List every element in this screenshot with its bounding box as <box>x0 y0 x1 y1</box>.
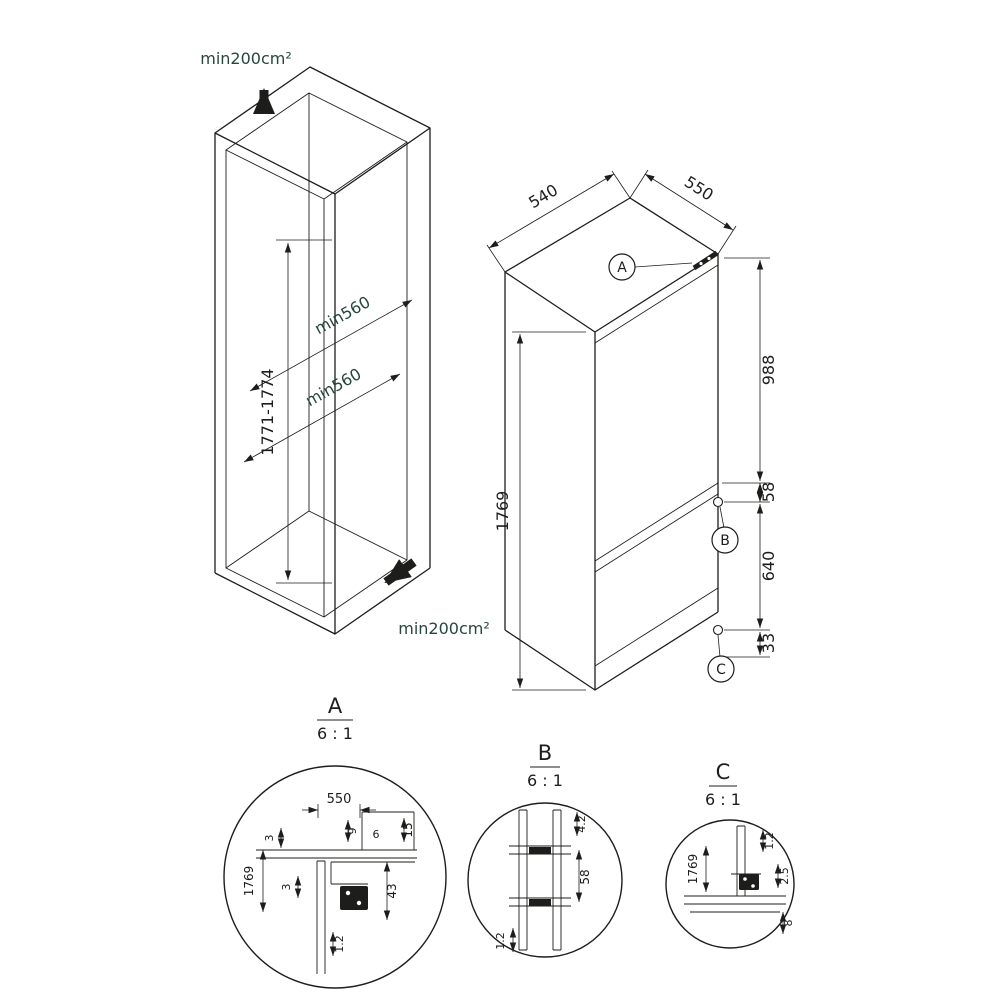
bottom-vent-arrow-icon <box>383 558 417 586</box>
detail-c-circle <box>665 819 795 949</box>
hinge-top-dot <box>699 261 703 266</box>
appliance-door-lines <box>594 264 719 667</box>
appliance-view: 540 550 1769 988 58 640 33 A B C <box>486 169 778 691</box>
detail-c-view: C 6 : 1 1769 1.2 2.5 8 <box>665 760 795 949</box>
dim-640-label: 640 <box>759 551 778 582</box>
detail-c-bracket-dot <box>743 877 747 881</box>
detail-c-dim-1769: 1769 <box>686 854 700 885</box>
detail-a-dim-1769: 1769 <box>242 866 256 897</box>
dim-58-label: 58 <box>759 482 778 502</box>
niche-height-extension-lines <box>276 239 332 584</box>
detail-b-dim-58: 58 <box>578 869 592 884</box>
dim-33-label: 33 <box>759 633 778 653</box>
detail-a-bracket-dot <box>345 890 351 896</box>
width-extension-lines <box>629 169 737 255</box>
detail-a-dim-15: 15 <box>401 822 415 837</box>
detail-c-dim-12: 1.2 <box>763 832 776 850</box>
width-dim-line <box>644 173 734 231</box>
detail-a-circle <box>223 765 447 989</box>
detail-c-scale: 6 : 1 <box>705 790 741 809</box>
detail-a-bracket-dot <box>356 900 362 906</box>
detail-a-view: A 6 : 1 550 15 6 9 3 3 1769 43 1.2 <box>223 694 447 989</box>
appliance-width-dim-label: 550 <box>681 172 717 204</box>
appliance-depth-dim-label: 540 <box>525 180 561 212</box>
hinge-top-plate <box>692 250 719 271</box>
detail-c-dim-8: 8 <box>782 920 795 927</box>
appliance-height-dim-label: 1769 <box>493 491 512 532</box>
niche-top-vent-label: min200cm² <box>200 49 292 68</box>
detail-a-dim-3-top: 3 <box>263 835 276 842</box>
hinge-c-pin <box>712 624 724 636</box>
detail-a-hinge-bracket <box>340 886 368 910</box>
detail-b-hinge-block <box>529 847 551 854</box>
niche-depth-upper-dim-label: min560 <box>311 292 373 338</box>
detail-b-circle <box>467 802 623 958</box>
callout-c-label: C <box>716 662 726 678</box>
hinge-top-dot <box>707 256 711 261</box>
niche-depth-lower-dim-label: min560 <box>302 364 364 410</box>
detail-a-section-lines <box>256 811 417 974</box>
height-extension-lines <box>512 331 586 691</box>
niche-view: 1771-1774 min560 min560 min200cm² min200… <box>200 49 490 638</box>
callout-a-circle <box>608 253 636 281</box>
detail-a-title: A <box>328 694 343 718</box>
niche-depth-lower-dim-line <box>243 373 401 463</box>
hinge-b-pin <box>712 496 724 508</box>
detail-c-hinge-bracket <box>739 874 759 890</box>
detail-a-dim-9: 9 <box>346 828 359 835</box>
detail-b-title: B <box>538 741 552 765</box>
detail-c-bracket-dot <box>751 884 755 888</box>
detail-b-dim-gap: 1.2 <box>494 932 507 950</box>
detail-a-scale: 6 : 1 <box>317 724 353 743</box>
callout-c-circle <box>707 655 735 683</box>
detail-a-dim-550: 550 <box>327 792 352 807</box>
callout-b-circle <box>711 526 739 554</box>
depth-extension-lines <box>486 170 631 273</box>
detail-b-view: B 6 : 1 4.2 58 1.2 <box>467 741 623 958</box>
callout-b-leader <box>719 506 725 529</box>
detail-c-dim-25: 2.5 <box>778 867 791 885</box>
detail-b-dim-42: 4.2 <box>575 815 588 833</box>
niche-bottom-vent-label: min200cm² <box>398 619 490 638</box>
detail-b-hinge-block <box>529 899 551 906</box>
detail-a-dim-6: 6 <box>373 828 380 841</box>
detail-c-section-lines <box>684 825 786 913</box>
detail-a-dim-3-side: 3 <box>280 884 293 891</box>
detail-a-dim-43: 43 <box>385 883 399 898</box>
callout-b-label: B <box>720 533 730 549</box>
detail-c-title: C <box>716 760 731 784</box>
callout-a-label: A <box>617 260 627 276</box>
right-extension-lines <box>722 257 770 658</box>
detail-a-dim-gap: 1.2 <box>333 935 346 953</box>
detail-b-scale: 6 : 1 <box>527 771 563 790</box>
depth-dim-line <box>488 173 615 249</box>
callout-c-leader <box>717 634 721 658</box>
callout-a-leader <box>634 262 693 268</box>
dim-988-label: 988 <box>759 355 778 386</box>
niche-interior-lines <box>225 92 408 618</box>
